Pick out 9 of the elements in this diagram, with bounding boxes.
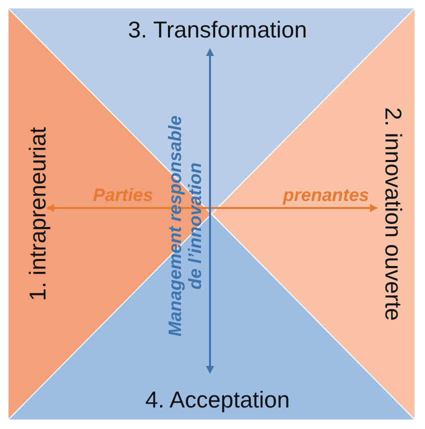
arrow-label: prenantes — [282, 186, 370, 206]
arrow-label: Parties — [92, 186, 154, 206]
section-title: 3. Transformation — [128, 18, 307, 42]
axis-label: Management responsable de l’innovation — [166, 114, 206, 339]
section-title: 4. Acceptation — [145, 388, 290, 412]
double-arrow — [46, 204, 378, 212]
double-arrow — [206, 48, 214, 374]
section-title: 1. intrapreneuriat — [26, 127, 50, 301]
section-title: 2. innovation ouverte — [382, 107, 404, 321]
